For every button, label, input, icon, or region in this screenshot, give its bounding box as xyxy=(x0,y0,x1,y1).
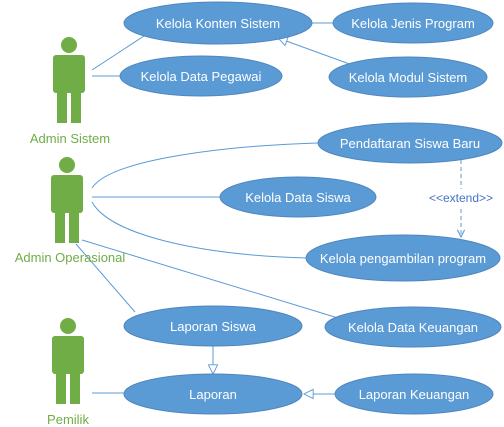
use-case-kelola-pengambilan-program xyxy=(305,234,501,282)
use-case-kelola-data-pegawai xyxy=(119,55,283,97)
use-case-label: Pendaftaran Siswa Baru xyxy=(340,136,480,151)
use-case-laporan-siswa xyxy=(123,305,303,347)
use-case-pendaftaran-siswa-baru xyxy=(317,122,503,164)
use-case-kelola-data-siswa xyxy=(219,176,377,218)
extend-label-backdrop xyxy=(420,189,502,207)
actor-label-admin-operasional: Admin Operasional xyxy=(15,250,126,265)
actor-label-pemilik: Pemilik xyxy=(47,412,89,427)
use-case-kelola-konten-sistem xyxy=(123,1,313,45)
use-case-laporan xyxy=(123,373,303,415)
use-case-label: Kelola Data Keuangan xyxy=(348,320,478,335)
admin-sistem-actor-icon xyxy=(53,37,85,123)
use-case-label: Laporan Keuangan xyxy=(359,387,470,402)
association-adminops-pendaftaran xyxy=(91,142,319,189)
use-case-label: Kelola Data Siswa xyxy=(245,190,351,205)
use-case-kelola-modul-sistem xyxy=(328,56,488,98)
use-case-label: Kelola Data Pegawai xyxy=(141,69,262,84)
use-case-label: Laporan xyxy=(189,387,237,402)
generalization-modulsistem-kontensistem xyxy=(278,38,356,67)
use-case-label: Kelola Jenis Program xyxy=(351,16,475,31)
use-case-laporan-keuangan xyxy=(334,373,494,415)
admin-operasional-actor-icon xyxy=(51,157,83,243)
association-adminops-pengambilan xyxy=(91,201,307,259)
use-case-kelola-jenis-program xyxy=(332,2,494,44)
use-case-label: Kelola pengambilan program xyxy=(320,251,486,266)
pemilik-actor-icon xyxy=(52,318,84,404)
extend-label: <<extend>> xyxy=(429,191,493,205)
association-adminops-laporansiswa xyxy=(75,243,136,313)
use-case-kelola-data-keuangan xyxy=(324,306,502,348)
association-adminops-datakeuangan xyxy=(81,239,339,319)
actor-label-admin-sistem: Admin Sistem xyxy=(30,131,110,146)
use-case-label: Laporan Siswa xyxy=(170,319,257,334)
use-case-label: Kelola Modul Sistem xyxy=(349,70,468,85)
association-adminsistem-kontensistem xyxy=(91,33,148,71)
use-case-label: Kelola Konten Sistem xyxy=(156,16,280,31)
